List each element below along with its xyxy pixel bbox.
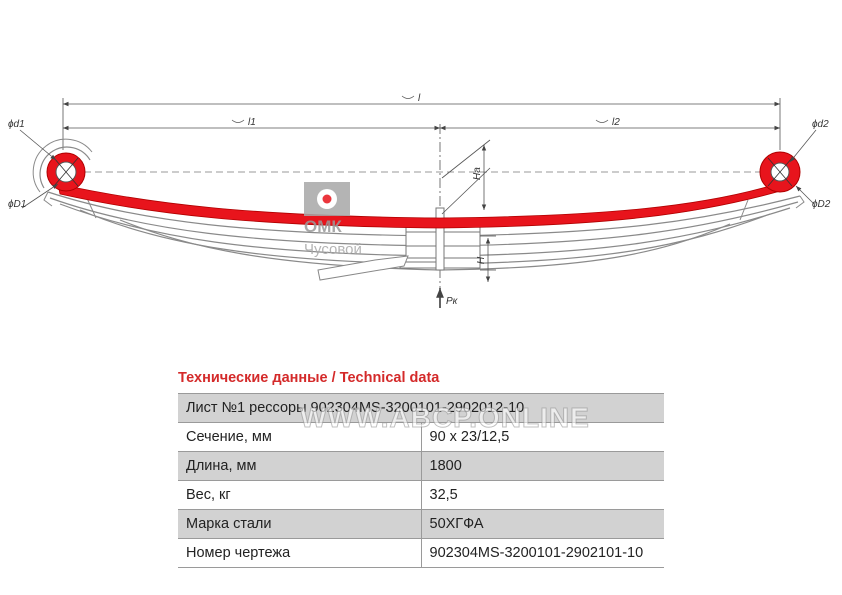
table-row: Сечение, мм 90 х 23/12,5	[178, 422, 664, 452]
table-row: Марка стали 50ХГФА	[178, 509, 664, 539]
dimension-l1-label: l1	[248, 117, 256, 128]
left-eye	[19, 129, 93, 209]
spec-title: Технические данные / Technical data	[178, 370, 440, 386]
spec-value: 50ХГФА	[421, 509, 664, 539]
spec-table: Лист №1 рессоры 902304MS-3200101-2902012…	[178, 393, 664, 568]
dimension-Ha	[441, 139, 491, 215]
table-row: Вес, кг 32,5	[178, 480, 664, 510]
dimension-l1-l2	[62, 119, 780, 300]
right-eye	[759, 129, 817, 205]
dimension-H	[480, 235, 496, 282]
table-row: Длина, мм 1800	[178, 451, 664, 481]
spec-label: Длина, мм	[178, 451, 422, 481]
spec-label: Вес, кг	[178, 480, 422, 510]
table-row: Номер чертежа 902304MS-3200101-2902101-1…	[178, 538, 664, 568]
dimension-d2-label: ϕd2	[812, 119, 829, 130]
spec-label: Сечение, мм	[178, 422, 422, 452]
dimension-l	[62, 95, 781, 150]
table-row: Лист №1 рессоры 902304MS-3200101-2902012…	[178, 393, 664, 423]
load-label: Pк	[446, 296, 459, 307]
spec-header-cell: Лист №1 рессоры 902304MS-3200101-2902012…	[178, 393, 664, 423]
spec-value: 90 х 23/12,5	[421, 422, 664, 452]
dimension-l-label: l	[418, 93, 421, 104]
spring-bracket	[317, 255, 409, 281]
logo-city: Чусовой	[304, 241, 362, 258]
omk-logo: ОМК Чусовой	[304, 182, 362, 258]
spec-value: 1800	[421, 451, 664, 481]
spec-value: 32,5	[421, 480, 664, 510]
dimension-d1-label: ϕd1	[8, 119, 25, 130]
omk-logo-mark	[304, 182, 350, 216]
spec-label: Номер чертежа	[178, 538, 422, 568]
leaf-end-tips	[43, 191, 805, 221]
spec-label: Марка стали	[178, 509, 422, 539]
logo-brand: ОМК	[304, 217, 342, 236]
dimension-D1-label: ϕD1	[8, 199, 26, 210]
leaf-spring-drawing: l l1 l2	[8, 93, 831, 308]
dimension-H-label: H	[476, 256, 487, 264]
dimension-Ha-label: Ha	[472, 167, 483, 180]
dimension-D2-label: ϕD2	[812, 199, 831, 210]
dimension-l2-label: l2	[612, 117, 620, 128]
spec-value: 902304MS-3200101-2902101-10	[421, 538, 664, 568]
